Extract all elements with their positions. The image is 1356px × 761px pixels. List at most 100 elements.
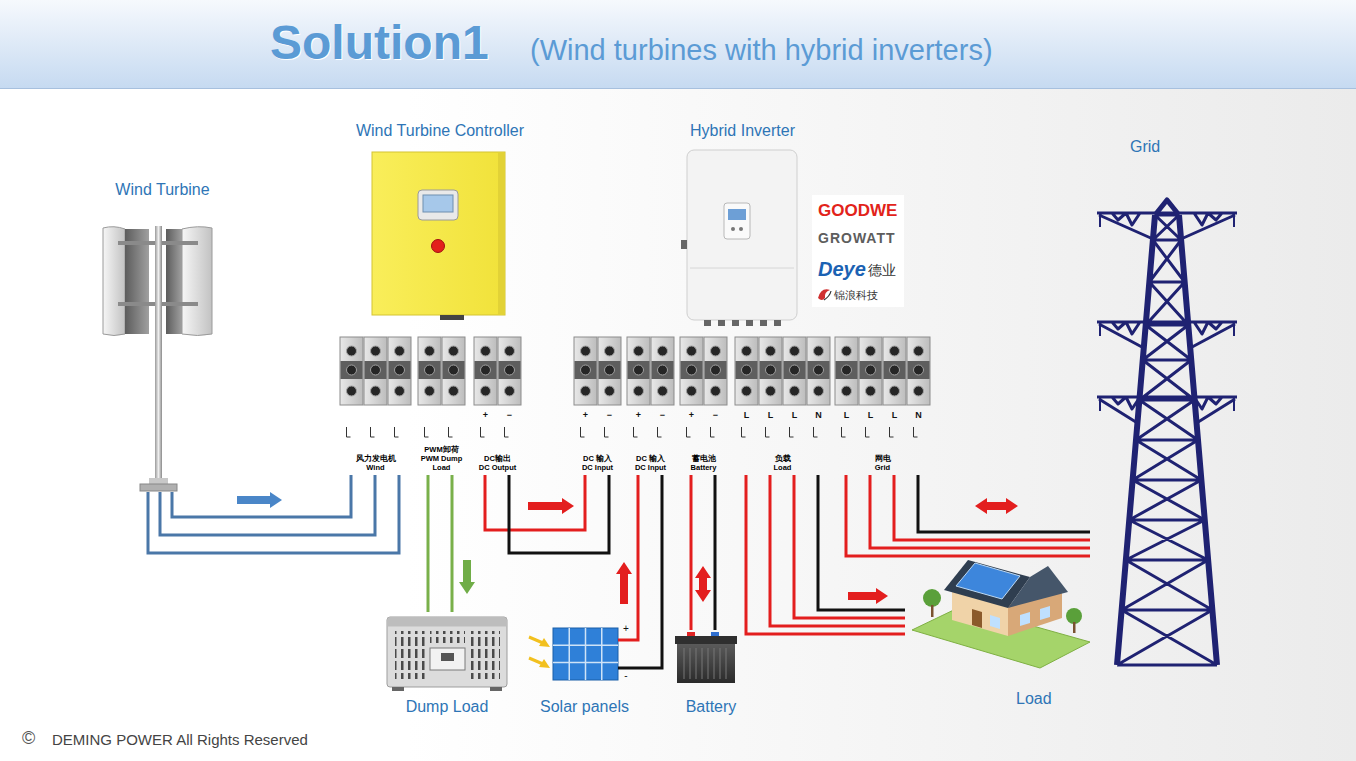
terminal-screw [395,386,405,396]
terminal-screw [766,365,776,375]
terminal-band [628,361,650,379]
terminal-screw [605,346,615,356]
wire-connector [485,475,609,553]
terminal-band [599,361,621,379]
component-figure: Wind Turbine Controller [345,121,535,321]
brand-logo-panel [812,195,904,307]
tower-lattice [1097,213,1237,665]
terminal-bracket [449,427,453,437]
terminal-bracket [347,427,351,437]
pin-mark: L [744,411,750,420]
terminal-band [705,361,727,379]
header-band [0,0,1356,88]
terminal-screw [842,365,852,375]
terminal-bracket [914,427,918,437]
terminal-screw [711,386,721,396]
terminal-unit [442,337,465,405]
wire-connector [148,475,399,553]
terminal-band [681,361,703,379]
pin-mark: + [483,411,488,420]
wire [427,475,430,612]
terminal-screw [711,365,721,375]
terminal-screw [581,386,591,396]
terminal-screw [866,386,876,396]
terminal-screw [449,346,459,356]
wire-connector [428,475,475,612]
terminal-band [652,361,674,379]
controller-figure [372,152,505,320]
copyright-note: DEMING POWER All Rights Reserved [52,732,308,747]
wire [870,475,1090,548]
flow-arrow [237,492,282,508]
terminal-block: 风力发电机Wind [340,337,411,475]
house-figure [912,560,1090,668]
terminal-bracket [505,427,509,437]
terminal-screw [687,365,697,375]
terminal-unit [704,337,727,405]
terminal-unit [340,337,363,405]
terminal-label: PWM Dump Load [419,454,464,472]
terminal-screw [687,386,697,396]
flow-arrow [848,588,888,604]
terminal-label: 蓄电池 [692,454,716,463]
terminal-label: DC 输入 [583,454,612,463]
wire [770,475,905,626]
component-label: Battery [686,697,737,716]
terminal-label: 风力发电机 [356,454,396,463]
wire-connector [616,475,662,668]
terminal-screw [505,346,515,356]
terminal-screw [766,386,776,396]
terminal-screw [505,386,515,396]
tower-legs [1117,215,1217,665]
pin-mark: + [623,624,629,634]
terminal-screw [347,386,357,396]
terminal-block: PWM卸荷PWM Dump Load [417,337,466,475]
terminal-screw [395,365,405,375]
flow-arrow [528,498,574,514]
terminal-bracket [425,427,429,437]
terminal-bracket [766,427,770,437]
terminal-screw [842,386,852,396]
pin-mark: + [636,411,641,420]
terminal-screw [449,365,459,375]
pin-mark: - [624,671,627,681]
terminal-screw [634,386,644,396]
terminal-label: DC Input [635,463,666,472]
terminal-screw [914,365,924,375]
terminal-unit [783,337,806,405]
terminal-unit [574,337,597,405]
terminal-bracket [481,427,485,437]
terminal-screw [347,346,357,356]
brand-logo: GOODWE [818,202,897,219]
terminal-screw [842,346,852,356]
pin-mark: L [768,411,774,420]
component-label: Dump Load [406,697,489,716]
component-label: Wind Turbine Controller [356,121,524,140]
terminal-screw [914,386,924,396]
terminal-bracket [711,427,715,437]
flow-arrow [459,560,475,594]
wire [485,475,585,530]
component-figure: Solar panels [537,626,632,716]
terminal-bracket [371,427,375,437]
wire [509,475,609,553]
terminal-unit [859,337,882,405]
pin-mark: L [892,411,898,420]
component-figure: Hybrid Inverter [670,121,815,326]
terminal-screw [742,365,752,375]
component-label: Grid [1130,137,1160,156]
terminal-screw [449,386,459,396]
flow-arrow [695,566,711,602]
terminal-block: 蓄电池Battery [680,337,727,475]
terminal-block: DC 输入DC Input [627,337,674,475]
terminal-band [419,361,441,379]
terminal-bracket [814,427,818,437]
wire [451,475,454,612]
terminal-screw [425,386,435,396]
terminal-screw [481,365,491,375]
terminal-band [808,361,830,379]
terminal-band [784,361,806,379]
